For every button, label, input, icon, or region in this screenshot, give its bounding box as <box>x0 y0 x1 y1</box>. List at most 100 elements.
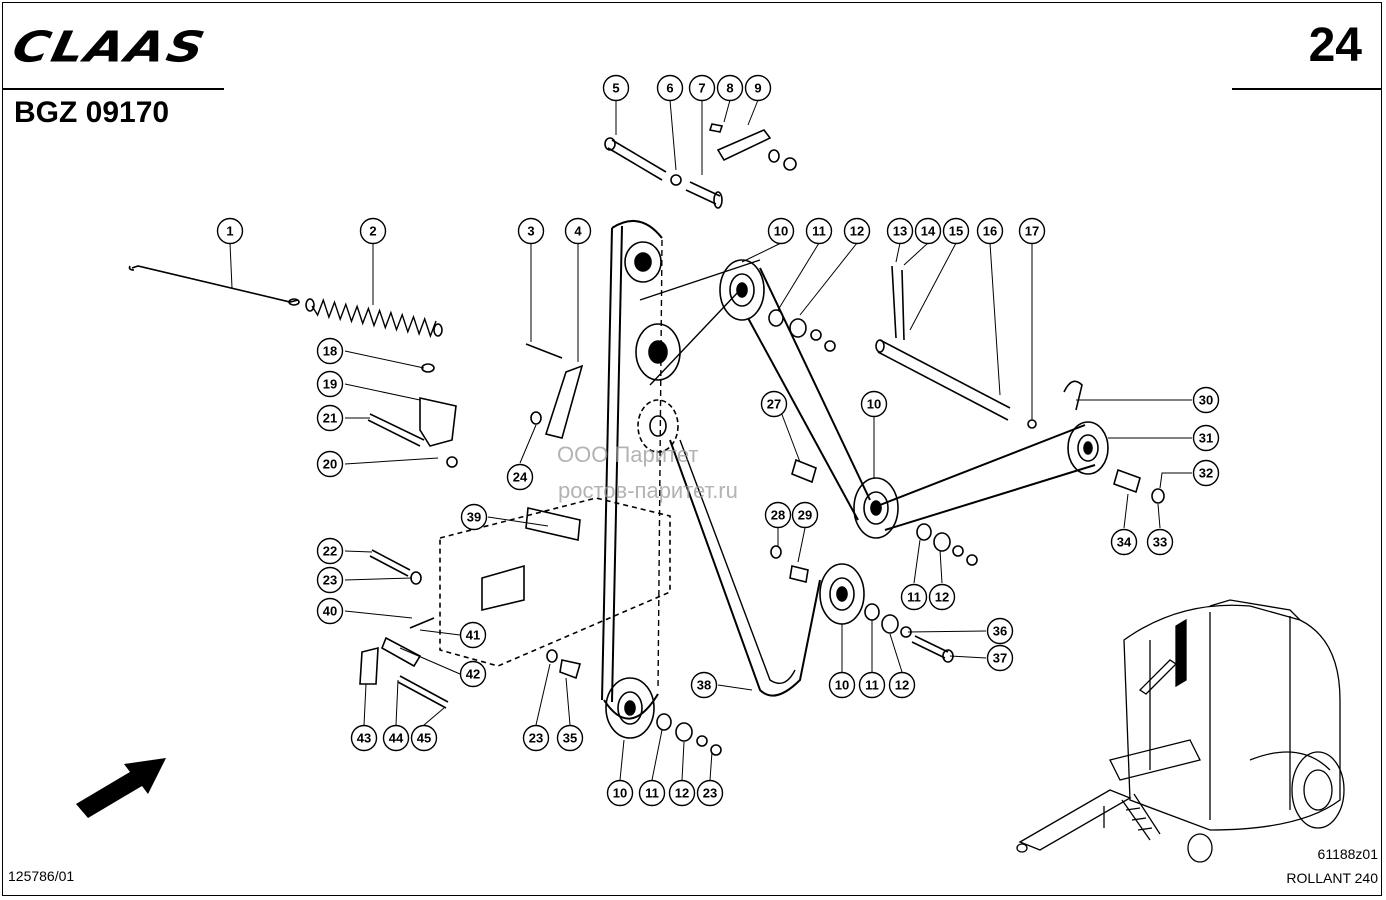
callout-8: 8 <box>716 74 744 102</box>
mounting-plate <box>439 497 671 667</box>
callout-number: 2 <box>369 224 376 239</box>
callout-number: 12 <box>895 678 909 693</box>
baler-thumbnail-illustration <box>1016 599 1345 863</box>
callout-4: 4 <box>564 217 592 245</box>
callout-number: 29 <box>798 508 812 523</box>
bolt-40 <box>359 617 449 709</box>
callout-20: 20 <box>316 450 344 478</box>
header-rule-right <box>1232 88 1382 90</box>
callout-number: 10 <box>613 786 627 801</box>
callout-11: 11 <box>638 779 666 807</box>
callout-number: 41 <box>466 628 480 643</box>
sleeve-27 <box>770 458 817 583</box>
callout-29: 29 <box>791 501 819 529</box>
callout-43: 43 <box>350 724 378 752</box>
figure-code: 61188z01 <box>1317 846 1378 862</box>
callout-18: 18 <box>316 337 344 365</box>
callout-number: 19 <box>323 377 337 392</box>
callout-number: 32 <box>1199 466 1213 481</box>
upper-pulley <box>624 241 662 283</box>
product-name: ROLLANT 240 <box>1286 870 1378 886</box>
callout-number: 37 <box>993 651 1007 666</box>
callout-number: 4 <box>574 224 582 239</box>
callout-31: 31 <box>1192 424 1220 452</box>
callout-number: 18 <box>323 344 337 359</box>
pulley-31 <box>1067 421 1109 475</box>
callout-23: 23 <box>696 779 724 807</box>
callout-12: 12 <box>668 779 696 807</box>
callout-number: 24 <box>513 470 528 485</box>
callout-35: 35 <box>556 724 584 752</box>
callout-11: 11 <box>900 583 928 611</box>
callout-number: 12 <box>850 224 864 239</box>
callout-number: 20 <box>323 457 337 472</box>
rod-part <box>128 265 300 306</box>
pulley-10-bottom <box>605 677 722 756</box>
callout-number: 45 <box>417 731 431 746</box>
callout-7: 7 <box>688 74 716 102</box>
callout-42: 42 <box>459 660 487 688</box>
tension-pulley <box>637 399 679 453</box>
callout-13: 13 <box>886 217 914 245</box>
callout-number: 11 <box>812 224 826 239</box>
callout-39: 39 <box>460 503 488 531</box>
callout-number: 42 <box>466 667 480 682</box>
left-vertical-belt <box>601 219 761 720</box>
callout-23: 23 <box>522 724 550 752</box>
callout-number: 5 <box>612 81 619 96</box>
bolt-5-group <box>604 123 797 209</box>
callout-11: 11 <box>858 671 886 699</box>
header-rule-left <box>2 88 224 90</box>
callout-10: 10 <box>860 390 888 418</box>
callout-45: 45 <box>410 724 438 752</box>
model-code: BGZ 09170 <box>14 96 170 129</box>
callout-32: 32 <box>1192 459 1220 487</box>
callout-number: 9 <box>754 81 761 96</box>
callout-number: 21 <box>323 411 337 426</box>
callout-10: 10 <box>606 779 634 807</box>
callout-number: 6 <box>666 81 673 96</box>
callout-number: 40 <box>323 604 337 619</box>
callout-6: 6 <box>656 74 684 102</box>
callout-number: 22 <box>323 544 337 559</box>
callout-40: 40 <box>316 597 344 625</box>
bushing-35 <box>546 649 582 680</box>
callout-30: 30 <box>1192 386 1220 414</box>
callout-number: 44 <box>389 731 404 746</box>
callout-9: 9 <box>744 74 772 102</box>
callout-number: 36 <box>993 624 1007 639</box>
callout-number: 23 <box>529 731 543 746</box>
callout-14: 14 <box>914 217 942 245</box>
callout-11: 11 <box>805 217 833 245</box>
pulley-10-top <box>719 259 836 352</box>
pulley-10-mid <box>853 477 978 566</box>
bracket-19 <box>367 363 458 468</box>
callout-number: 23 <box>323 573 337 588</box>
callout-number: 27 <box>767 397 781 412</box>
callout-19: 19 <box>316 370 344 398</box>
shaft-16 <box>875 265 1037 429</box>
page-number: 24 <box>1308 19 1362 72</box>
callout-number: 23 <box>703 786 717 801</box>
callout-22: 22 <box>316 537 344 565</box>
watermark-line-1: ООО Паритет <box>557 442 699 467</box>
callout-16: 16 <box>976 217 1004 245</box>
callout-number: 34 <box>1117 535 1132 550</box>
callout-28: 28 <box>764 501 792 529</box>
callout-33: 33 <box>1146 528 1174 556</box>
callout-number: 10 <box>774 224 788 239</box>
callout-15: 15 <box>942 217 970 245</box>
callout-number: 12 <box>935 590 949 605</box>
callout-number: 35 <box>563 731 577 746</box>
callout-number: 16 <box>983 224 997 239</box>
drive-belt-diagonal <box>747 267 1096 531</box>
document-number: 125786/01 <box>8 868 75 884</box>
callout-5: 5 <box>602 74 630 102</box>
bushing-34 <box>1113 468 1165 504</box>
callout-38: 38 <box>690 671 718 699</box>
callout-number: 30 <box>1199 393 1213 408</box>
callout-number: 10 <box>867 397 881 412</box>
